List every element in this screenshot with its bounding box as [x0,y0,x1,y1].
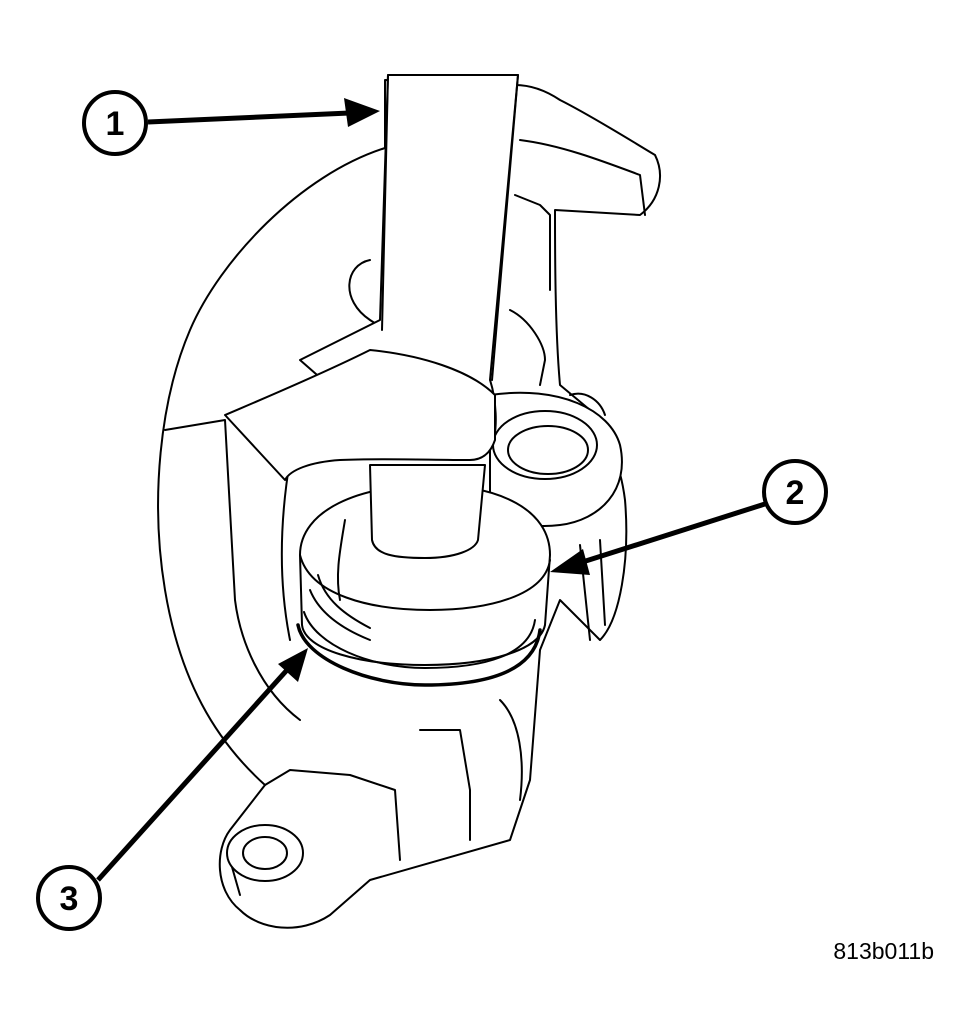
arrowhead-2 [550,549,590,575]
mounting-hole [226,824,304,882]
callout-2: 2 [762,459,828,525]
leader-lines [96,98,769,882]
callout-2-label: 2 [786,474,805,512]
seal-installer-tool [224,74,519,481]
callout-1: 1 [82,90,148,156]
arrowhead-1 [344,98,380,127]
callout-3: 3 [36,865,102,931]
caliper-contours [164,139,646,896]
piston-seal [296,574,542,687]
figure-id: 813b011b [833,938,934,964]
callout-1-label: 1 [106,105,125,143]
piston [299,464,551,666]
callout-3-label: 3 [60,880,79,918]
arrowhead-3 [278,648,308,682]
